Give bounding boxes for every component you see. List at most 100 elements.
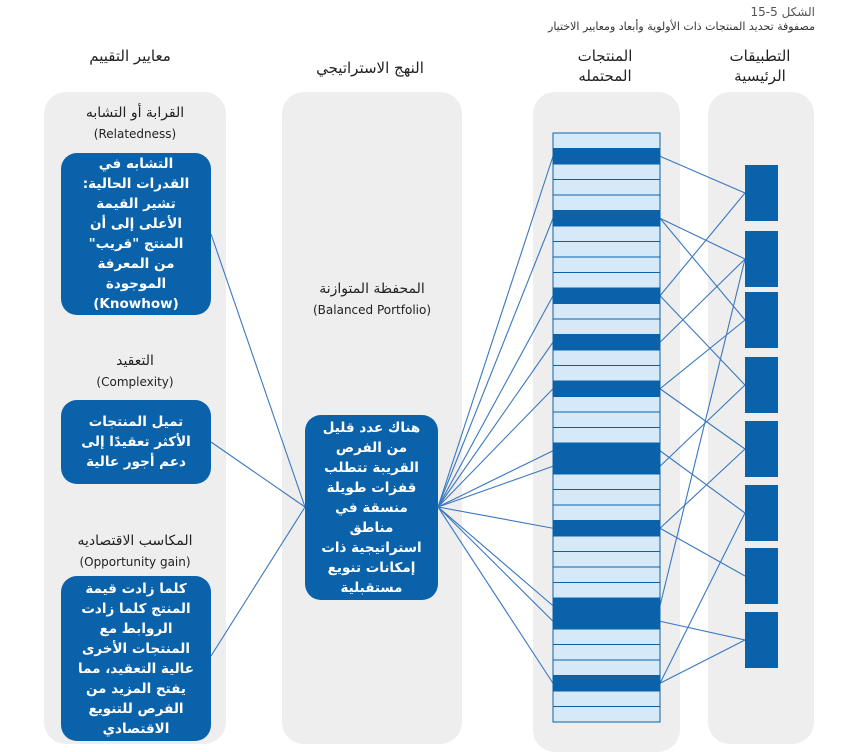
connector-line [210, 506, 306, 657]
opportunity-gain-box: كلما زادت قيمة المنتج كلما زادت الروابط … [61, 576, 211, 741]
connector-line [437, 465, 554, 508]
product-row [552, 659, 661, 676]
approach-line: من الفرص [335, 439, 408, 456]
connector-line [659, 217, 746, 321]
connector-line [659, 527, 746, 577]
product-row [552, 535, 661, 552]
product-row [552, 489, 661, 506]
connector-line [437, 388, 554, 508]
figure-title: مصفوفة تحديد المنتجات ذات الأولوية وأبعا… [548, 20, 815, 33]
approach-line: قفزات طويلة [326, 479, 417, 496]
complexity-line: الأكثر تعقيدًا إلى [81, 434, 191, 450]
relatedness-title: القرابة أو التشابه [85, 105, 185, 121]
product-row [552, 706, 661, 723]
relatedness-subtitle: (Relatedness) [93, 127, 177, 141]
product-row [552, 194, 661, 211]
connector-line [437, 156, 554, 508]
connector-line [659, 319, 746, 390]
application-block [745, 231, 778, 287]
opportunity-gain-line: كلما زادت قيمة [85, 580, 187, 597]
approach-line: استراتيجية ذات [321, 539, 422, 556]
connector-line [437, 341, 554, 508]
product-row [552, 551, 661, 568]
complexity-line: دعم أجور عالية [86, 454, 186, 470]
product-row [552, 241, 661, 258]
product-row [552, 225, 661, 242]
product-row [552, 210, 661, 227]
connector-line [659, 192, 746, 297]
product-row [552, 504, 661, 521]
application-block [745, 485, 778, 541]
complexity-line: تميل المنتجات [88, 414, 184, 430]
connector-line [659, 258, 746, 606]
relatedness-line: الموجودة [105, 276, 167, 292]
opportunity-gain-title: المكاسب الاقتصاديه [77, 533, 193, 549]
product-row [552, 334, 661, 351]
product-row [552, 613, 661, 630]
product-row [552, 411, 661, 428]
product-row [552, 473, 661, 490]
relatedness-line: المنتج "قريب" [88, 236, 184, 252]
application-block [745, 357, 778, 413]
connector-line [659, 295, 746, 386]
approach-line: مستقبلية [340, 579, 403, 596]
connector-line [437, 506, 554, 529]
relatedness-line: القدرات الحالية: [82, 176, 190, 192]
connector-line [437, 506, 554, 607]
product-row [552, 179, 661, 196]
product-row [552, 396, 661, 413]
connector-line [659, 388, 746, 450]
connector-line [437, 295, 554, 508]
connector-line [659, 639, 746, 684]
complexity-subtitle: (Complexity) [96, 375, 174, 389]
criteria-column-header: معايير التقييم [89, 47, 171, 65]
opportunity-gain-line: يفتح المزيد من [86, 680, 186, 697]
product-row [552, 148, 661, 165]
connector-line [659, 155, 746, 194]
product-row [552, 628, 661, 645]
product-row [552, 582, 661, 599]
relatedness-line: الأعلى إلى أن [90, 216, 182, 232]
connector-line [437, 506, 554, 622]
connector-line [210, 441, 306, 508]
approach-line: القريبة تتطلب [324, 459, 419, 476]
application-block [745, 292, 778, 348]
opportunity-gain-line: المنتجات الأخرى [81, 640, 190, 657]
product-row [552, 349, 661, 366]
opportunity-gain-line: الفرص للتنويع [88, 700, 184, 717]
figure-number: الشكل 5-15 [750, 5, 816, 19]
opportunity-gain-line: المنتج كلما زادت [81, 600, 191, 617]
product-row [552, 644, 661, 661]
connector-line [659, 384, 746, 467]
opportunity-gain-line: الاقتصادي [102, 720, 170, 737]
approach-title: المحفظة المتوازنة [319, 281, 425, 297]
connector-line [659, 217, 746, 260]
application-block [745, 548, 778, 604]
product-row [552, 318, 661, 335]
product-row [552, 442, 661, 459]
relatedness-line: تشير القيمة [96, 196, 176, 212]
opportunity-gain-line: عالية التعقيد، مما [78, 660, 194, 677]
product-row [552, 365, 661, 382]
product-row [552, 380, 661, 397]
application-block [745, 612, 778, 668]
connector-line [437, 506, 554, 684]
relatedness-line: التشابه في [98, 156, 174, 172]
connector-line [659, 258, 746, 343]
approach-line: منسقة في [335, 499, 408, 516]
product-row [552, 303, 661, 320]
product-row [552, 163, 661, 180]
product-row [552, 132, 661, 149]
approach-box: هناك عدد قليل من الفرص القريبة تتطلب قفز… [305, 415, 438, 600]
connector-line [659, 450, 746, 514]
complexity-title: التعقيد [116, 353, 154, 369]
complexity-box: تميل المنتجات الأكثر تعقيدًا إلى دعم أجو… [61, 400, 211, 484]
opportunity-gain-line: الروابط مع [99, 620, 173, 637]
application-block [745, 421, 778, 477]
approach-column-header: النهج الاستراتيجي [316, 59, 424, 77]
product-row [552, 520, 661, 537]
connector-line [659, 512, 746, 684]
product-row [552, 287, 661, 304]
connector-line [659, 448, 746, 529]
approach-line: إمكانات تنويع [327, 559, 416, 576]
